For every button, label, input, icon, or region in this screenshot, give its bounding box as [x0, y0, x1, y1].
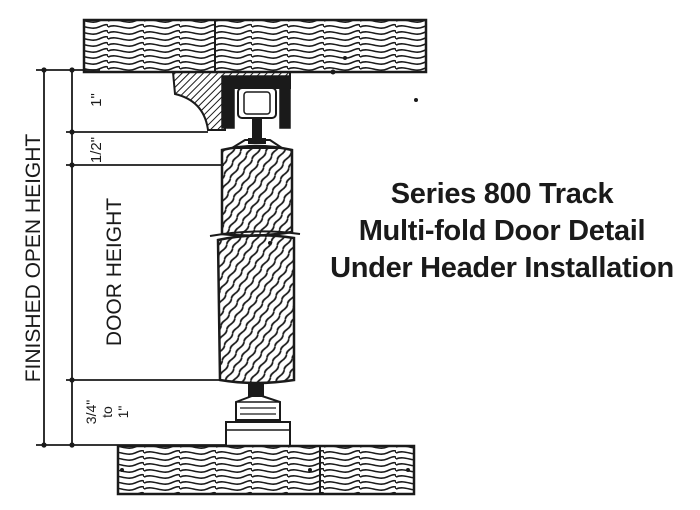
- bottom-clearance-bot-label: 1": [115, 406, 131, 419]
- title-line-installation: Under Header Installation: [330, 252, 674, 284]
- dimension-labels: FINISHED OPEN HEIGHT DOOR HEIGHT 1" 1/2"…: [22, 93, 131, 424]
- title-line-series: Series 800 Track: [390, 178, 614, 210]
- bottom-pivot: [225, 382, 291, 447]
- diagram-title-block: Series 800 Track Multi-fold Door Detail …: [322, 176, 682, 287]
- floor-section: [116, 444, 416, 496]
- header-beam: [82, 18, 428, 102]
- bottom-clearance-top-label: 3/4": [83, 400, 99, 424]
- finished-open-height-label: FINISHED OPEN HEIGHT: [22, 134, 45, 383]
- door-height-label: DOOR HEIGHT: [103, 198, 126, 346]
- carrier-gap-label: 1/2": [88, 137, 105, 163]
- top-clearance-label: 1": [88, 93, 105, 107]
- dimension-ticks: [41, 67, 75, 448]
- bottom-clearance-mid-label: to: [99, 406, 115, 418]
- title-line-detail: Multi-fold Door Detail: [358, 215, 646, 247]
- door-panel: [209, 144, 301, 385]
- track-channel: [221, 75, 291, 140]
- dimension-lines: [36, 68, 226, 446]
